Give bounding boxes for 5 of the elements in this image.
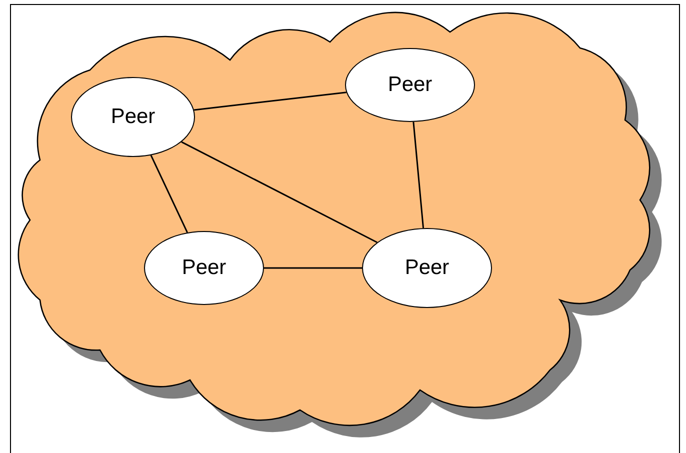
connector-line: [194, 92, 346, 111]
connector-line: [412, 122, 424, 228]
connector-line: [264, 267, 362, 269]
connector-line: [150, 154, 188, 233]
connector-line: [181, 141, 378, 244]
